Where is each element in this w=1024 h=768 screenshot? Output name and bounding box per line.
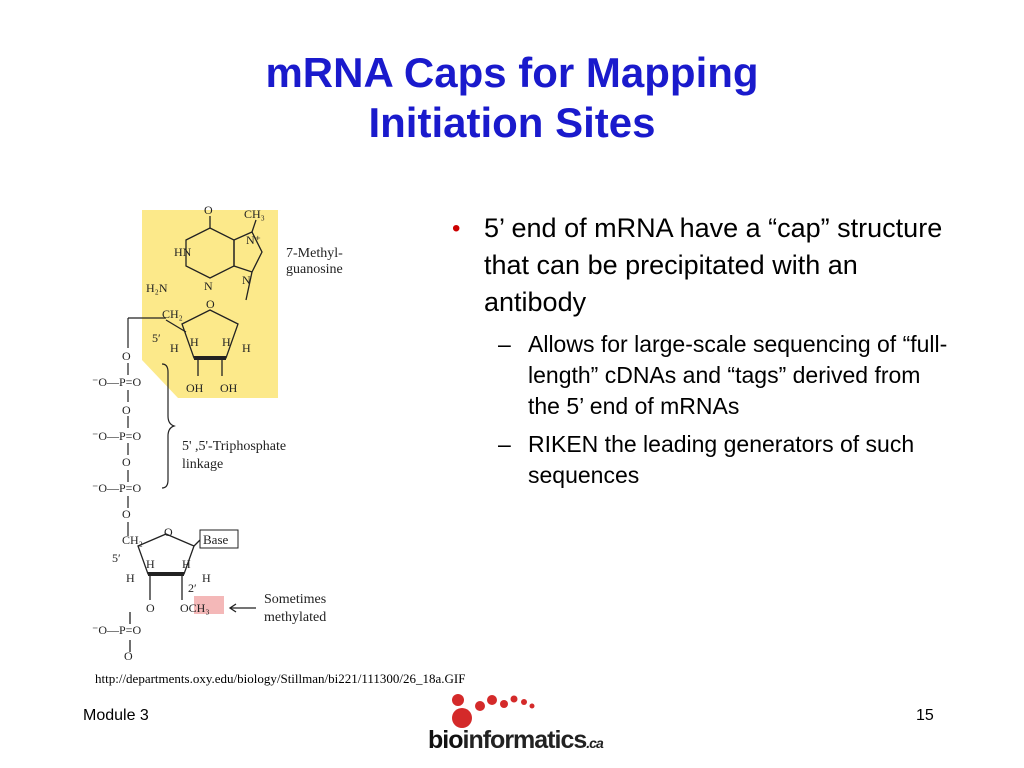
guanosine-highlight	[142, 210, 278, 398]
svg-text:OH: OH	[186, 381, 204, 395]
label-sometimes: Sometimes	[264, 592, 326, 607]
methyl-highlight	[194, 596, 224, 614]
title-line-2: Initiation Sites	[368, 99, 656, 146]
svg-text:2′: 2′	[188, 581, 197, 595]
svg-text:O: O	[164, 525, 173, 539]
dash-icon: –	[498, 331, 511, 357]
label-7-methyl: 7-Methyl-	[286, 246, 343, 261]
svg-text:5′: 5′	[112, 551, 121, 565]
sub-bullet-2-text: RIKEN the leading generators of such seq…	[528, 431, 915, 488]
svg-text:CH₂: CH₂	[162, 307, 183, 321]
svg-text:N: N	[204, 279, 213, 293]
logo-dots-icon	[452, 694, 535, 728]
svg-text:H: H	[242, 341, 251, 355]
base-box	[199, 529, 239, 549]
title-line-1: mRNA Caps for Mapping	[265, 49, 759, 96]
svg-text:H: H	[182, 557, 191, 571]
bullet-main-text: 5’ end of mRNA have a “cap” structure th…	[484, 213, 943, 317]
label-linkage: linkage	[182, 457, 223, 472]
svg-text:⁻O—P=O: ⁻O—P=O	[92, 429, 141, 443]
label-triphosphate: 5' ,5'-Triphosphate	[182, 439, 286, 454]
page-number: 15	[916, 707, 934, 724]
bioinformatics-logo: bioinformatics.ca	[428, 690, 604, 760]
svg-text:O: O	[122, 349, 131, 363]
label-methylated: methylated	[264, 610, 326, 625]
logo-ca: .ca	[586, 735, 603, 751]
logo-wordmark: bioinformatics.ca	[428, 726, 604, 755]
svg-text:H: H	[190, 335, 199, 349]
svg-text:⁻O—P=O: ⁻O—P=O	[92, 623, 141, 637]
svg-text:H₂N: H₂N	[146, 281, 168, 295]
sub-bullet-2: – RIKEN the leading generators of such s…	[452, 429, 952, 491]
svg-text:O: O	[146, 601, 155, 615]
svg-text:O: O	[124, 649, 133, 663]
slide-title: mRNA Caps for Mapping Initiation Sites	[0, 48, 1024, 148]
svg-text:N⁺: N⁺	[246, 233, 261, 247]
svg-text:OH: OH	[220, 381, 238, 395]
svg-text:OCH₃: OCH₃	[180, 601, 210, 615]
nucleotide-ribose	[129, 533, 256, 652]
guanine-atoms: O CH₃ HN N⁺ H₂N N N	[146, 203, 265, 295]
bullet-dot-icon: •	[452, 215, 461, 242]
svg-text:⁻O—P=O: ⁻O—P=O	[92, 481, 141, 495]
triphosphate-chain	[127, 317, 176, 536]
sub-bullet-1: – Allows for large-scale sequencing of “…	[452, 329, 952, 422]
bullet-main: • 5’ end of mRNA have a “cap” structure …	[452, 210, 952, 321]
svg-text:H: H	[146, 557, 155, 571]
cap-ribose	[165, 309, 239, 376]
svg-text:O: O	[122, 403, 131, 417]
base-label: Base	[203, 532, 229, 547]
svg-text:N: N	[242, 273, 251, 287]
sub-bullet-1-text: Allows for large-scale sequencing of “fu…	[528, 331, 948, 419]
svg-text:O: O	[122, 507, 131, 521]
sub-bullet-list: – Allows for large-scale sequencing of “…	[452, 329, 952, 491]
svg-text:CH₂: CH₂	[122, 533, 143, 547]
logo-informatics: informatics	[462, 726, 588, 754]
phosphate-atoms: O ⁻O—P=O O ⁻O—P=O O ⁻O—P=O O	[92, 349, 141, 521]
guanine-ring	[185, 216, 263, 301]
label-guanosine: guanosine	[286, 262, 343, 277]
svg-text:5′: 5′	[152, 331, 161, 345]
svg-text:H: H	[170, 341, 179, 355]
svg-text:⁻O—P=O: ⁻O—P=O	[92, 375, 141, 389]
svg-text:O: O	[122, 455, 131, 469]
dash-icon: –	[498, 431, 511, 457]
bullet-list: • 5’ end of mRNA have a “cap” structure …	[452, 210, 952, 498]
source-url: http://departments.oxy.edu/biology/Still…	[95, 671, 466, 686]
svg-text:O: O	[204, 203, 213, 217]
svg-text:HN: HN	[174, 245, 192, 259]
svg-text:H: H	[222, 335, 231, 349]
logo-bio: bio	[428, 726, 463, 754]
svg-text:CH₃: CH₃	[244, 207, 265, 221]
svg-text:H: H	[202, 571, 211, 585]
mrna-cap-structure-figure: 7-Methyl- guanosine 5' ,5'-Triphosphate …	[92, 203, 343, 663]
svg-text:O: O	[206, 297, 215, 311]
svg-text:H: H	[126, 571, 135, 585]
footer-module: Module 3	[83, 707, 149, 724]
